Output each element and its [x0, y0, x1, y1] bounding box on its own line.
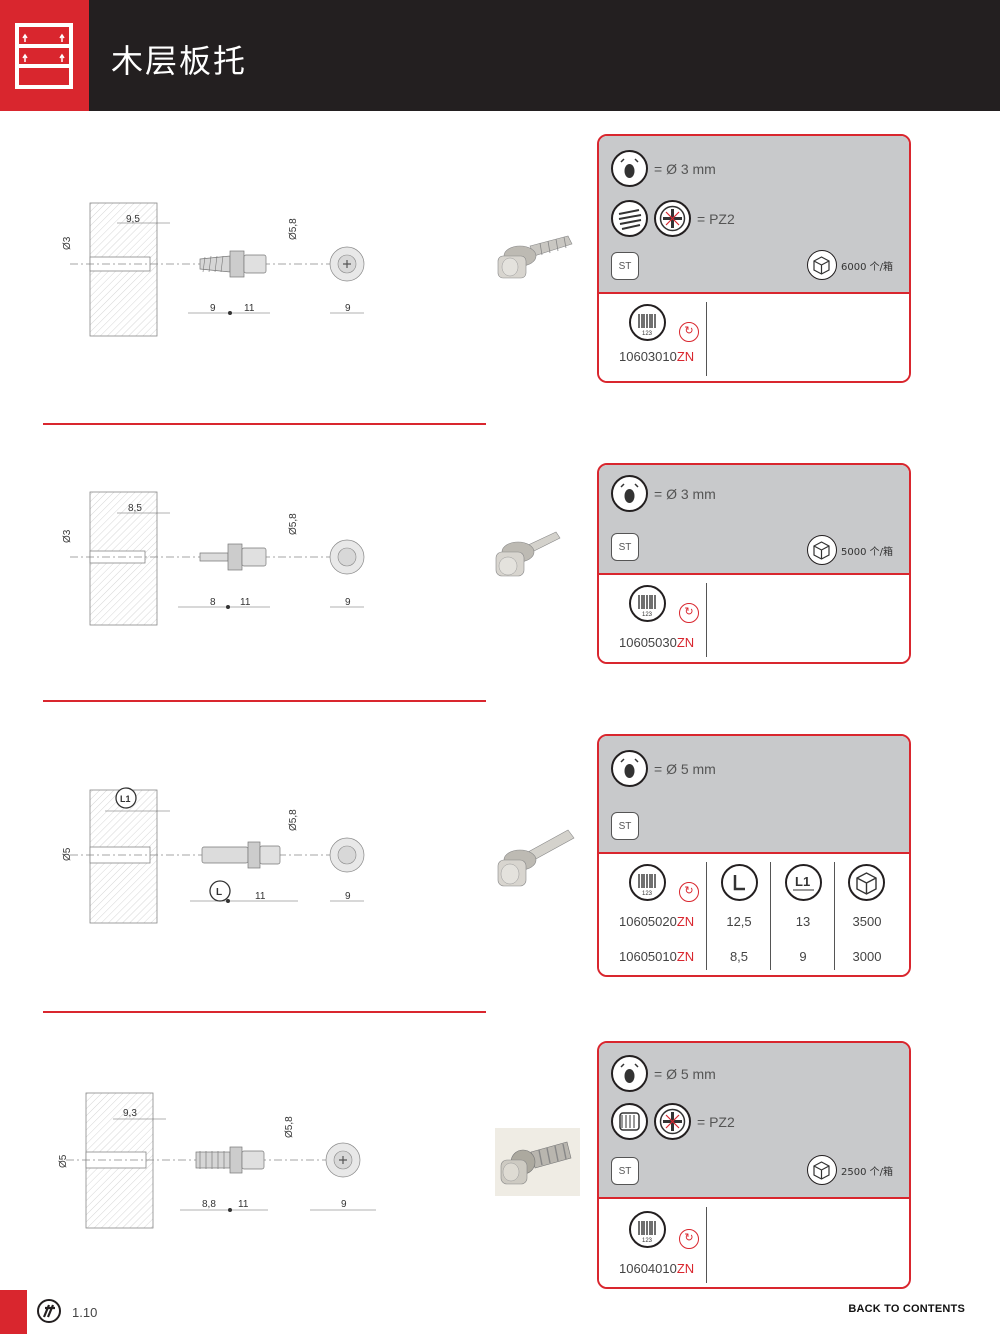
rotate-icon: ↻ — [679, 322, 699, 342]
barcode-icon: 123 — [629, 585, 666, 622]
box-icon — [807, 250, 837, 280]
product-photo-1 — [497, 235, 573, 279]
svg-text:123: 123 — [642, 612, 653, 618]
product-photo-3 — [497, 829, 575, 887]
pozidriv-icon — [654, 1103, 691, 1140]
material-badge: ST — [611, 252, 639, 280]
pack-qty: 6000 个/箱 — [841, 261, 893, 273]
length-L1-value: 9 — [799, 949, 807, 964]
length-L1-value: 13 — [795, 914, 811, 929]
svg-text:123: 123 — [642, 1238, 653, 1244]
page-number: 1.10 — [72, 1305, 98, 1320]
back-to-contents-link[interactable]: BACK TO CONTENTS — [848, 1303, 965, 1315]
pack-qty: 5000 个/箱 — [841, 546, 893, 558]
dim-c: 9 — [345, 597, 351, 608]
dim-a: 9 — [210, 303, 216, 314]
screw-thread-icon — [611, 200, 648, 237]
article-code: 10603010ZN — [619, 349, 695, 364]
hole-spec: = Ø 5 mm — [654, 1065, 716, 1082]
drill-hole-icon — [611, 750, 648, 787]
technical-drawing-1: 9,5 Ø3 Ø5,8 9 11 9 — [62, 202, 365, 337]
shelf-icon — [15, 23, 73, 89]
dim-a: 8 — [210, 597, 216, 608]
spec-card-2: = Ø 3 mm ST 5000 个/箱 123 ↻ 10605030ZN — [597, 463, 911, 664]
section-divider — [43, 700, 486, 702]
barcode-icon: 123 — [629, 1211, 666, 1248]
hole-spec: = Ø 5 mm — [654, 760, 716, 777]
dim-head: Ø5,8 — [288, 809, 299, 831]
section-divider — [43, 1011, 486, 1013]
length-L-value: 12,5 — [726, 914, 752, 929]
pack-qty: 2500 个/箱 — [841, 1166, 893, 1178]
dim-a: L — [216, 887, 222, 898]
page-header: 木层板托 — [0, 0, 1000, 111]
drive-spec: = PZ2 — [697, 210, 735, 227]
technical-drawing-4: 9,3 Ø5 Ø5,8 8,8 11 9 — [58, 1092, 376, 1229]
article-code: 10605010ZN — [619, 949, 695, 964]
spec-card-4: = Ø 5 mm = PZ2 ST 2500 个/箱 123 ↻ 1060401… — [597, 1041, 911, 1289]
hole-spec: = Ø 3 mm — [654, 485, 716, 502]
dim-depth: 9,5 — [126, 214, 140, 225]
footer-accent — [0, 1290, 27, 1334]
barcode-icon: 123 — [629, 304, 666, 341]
dim-b: 11 — [240, 597, 251, 608]
article-code: 10605020ZN — [619, 914, 695, 929]
technical-drawing-2: 8,5 Ø3 Ø5,8 8 11 9 — [62, 491, 365, 626]
spec-card-3: = Ø 5 mm ST 123 ↻ L1 10605020ZN 12,5 13 … — [597, 734, 911, 977]
dim-b: 11 — [238, 1199, 249, 1210]
dim-b: 11 — [244, 303, 255, 314]
pozidriv-icon — [654, 200, 691, 237]
dim-hole: Ø5 — [62, 847, 73, 861]
box-icon — [807, 535, 837, 565]
product-photo-4 — [495, 1128, 580, 1196]
rotate-icon: ↻ — [679, 603, 699, 623]
svg-text:L1: L1 — [795, 874, 810, 889]
dim-depth: L1 — [120, 794, 131, 804]
svg-text:123: 123 — [642, 891, 653, 897]
page-title: 木层板托 — [111, 42, 248, 80]
article-code: 10604010ZN — [619, 1261, 695, 1276]
dim-a: 8,8 — [202, 1199, 216, 1210]
drill-hole-icon — [611, 1055, 648, 1092]
screw-thread-icon — [611, 1103, 648, 1140]
hole-spec: = Ø 3 mm — [654, 160, 716, 177]
section-divider — [43, 423, 486, 425]
dim-hole: Ø3 — [62, 529, 73, 543]
dim-hole: Ø3 — [62, 236, 73, 250]
length-L-value: 8,5 — [729, 949, 749, 964]
material-badge: ST — [611, 812, 639, 840]
article-code: 10605030ZN — [619, 635, 695, 650]
box-icon — [807, 1155, 837, 1185]
dim-c: 9 — [341, 1199, 347, 1210]
pack-qty: 3500 — [852, 914, 882, 929]
drill-hole-icon — [611, 150, 648, 187]
dim-depth: 9,3 — [123, 1108, 137, 1119]
category-icon-block — [0, 0, 89, 111]
material-badge: ST — [611, 1157, 639, 1185]
material-badge: ST — [611, 533, 639, 561]
dim-head: Ø5,8 — [288, 218, 299, 240]
product-photo-2 — [495, 531, 561, 577]
dim-c: 9 — [345, 891, 351, 902]
technical-drawing-3: L1 Ø5 Ø5,8 L 11 9 — [62, 787, 365, 924]
dim-c: 9 — [345, 303, 351, 314]
length-L1-icon: L1 — [785, 864, 822, 901]
brand-logo — [37, 1299, 61, 1323]
box-icon — [848, 864, 885, 901]
length-L-icon — [721, 864, 758, 901]
dim-head: Ø5,8 — [288, 513, 299, 535]
drill-hole-icon — [611, 475, 648, 512]
spec-card-1: = Ø 3 mm = PZ2 ST 6000 个/箱 123 ↻ 1060301… — [597, 134, 911, 383]
barcode-icon: 123 — [629, 864, 666, 901]
dim-b: 11 — [255, 891, 266, 902]
svg-text:123: 123 — [642, 331, 653, 337]
dim-head: Ø5,8 — [284, 1116, 295, 1138]
rotate-icon: ↻ — [679, 882, 699, 902]
drive-spec: = PZ2 — [697, 1113, 735, 1130]
rotate-icon: ↻ — [679, 1229, 699, 1249]
dim-depth: 8,5 — [128, 503, 142, 514]
dim-hole: Ø5 — [58, 1154, 69, 1168]
pack-qty: 3000 — [852, 949, 882, 964]
